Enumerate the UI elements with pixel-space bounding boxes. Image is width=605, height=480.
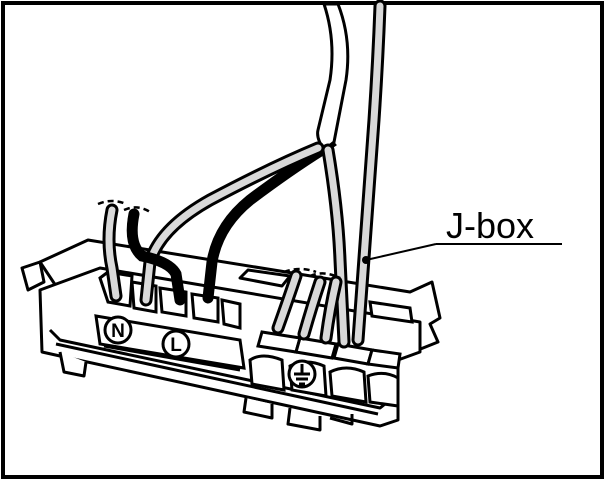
neutral-wire: [139, 141, 325, 307]
line-wire: [202, 144, 328, 304]
callout-dot: [362, 256, 370, 264]
ground-wire-cut-ends: [283, 267, 341, 280]
ground-clamps: [248, 300, 414, 408]
callout-leader-line: [365, 243, 437, 261]
neutral-mark: N: [103, 315, 133, 345]
neutral-wire-incoming: [102, 203, 123, 303]
line-mark-text: L: [170, 335, 182, 356]
jbox-label: J-box: [446, 205, 534, 246]
ground-wires: [271, 0, 387, 349]
neutral-mark-text: N: [111, 321, 125, 342]
wire-cut-ends: [97, 199, 151, 214]
line-wire-loop: [126, 208, 186, 306]
line-mark: L: [161, 329, 191, 359]
ground-symbol-icon: [287, 359, 317, 389]
jbox-callout: J-box: [362, 205, 562, 264]
